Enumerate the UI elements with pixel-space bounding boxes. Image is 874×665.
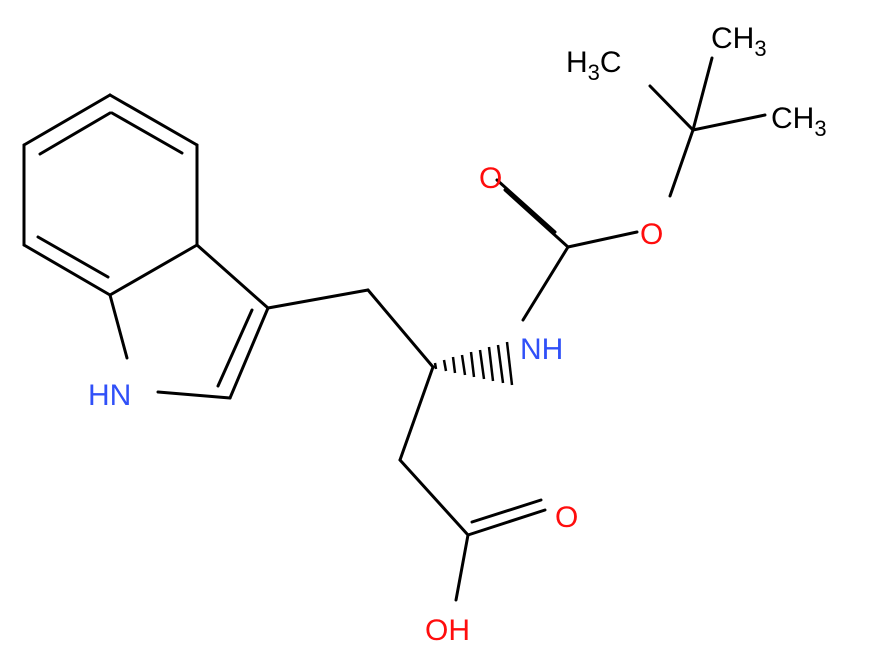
bond-benzene-6 (22, 93, 112, 147)
bond-cooh-double (466, 508, 547, 537)
bond-ch2-chiral (366, 288, 435, 369)
bond-quat-methyl-left (648, 84, 695, 132)
bond-carbonyl-o-double-inner (495, 178, 557, 234)
hashed-wedge-bond (433, 341, 514, 386)
bond-benzene-1 (108, 93, 199, 147)
bond-ester-o-quat (668, 128, 695, 198)
bond-benzene-6-inner (38, 111, 112, 156)
methyl-left-label: H3C (566, 46, 622, 85)
boc-carbonyl-oxygen-label: O (479, 162, 502, 195)
bond-chiral-ch2 (398, 365, 435, 462)
bond-c3-c2-inner (216, 308, 254, 388)
bond-benzene-4 (22, 243, 112, 297)
bond-c3-c2 (228, 306, 270, 400)
bond-ch2-cooh (398, 458, 470, 537)
bond-carbonyl-ester-o (566, 230, 639, 249)
bonds (22, 56, 767, 602)
bond-benzene-4-inner (36, 235, 110, 279)
bond-cooh-oh (454, 533, 470, 602)
bond-quat-methyl-top (691, 56, 714, 132)
indole-nh-label: HN (88, 379, 131, 412)
atom-labels: H3C CH3 CH3 O O NH HN O OH (88, 22, 827, 647)
boc-ester-oxygen-label: O (640, 218, 663, 251)
bond-n1-c7a (108, 293, 129, 360)
amide-nh-label: NH (520, 333, 563, 366)
methyl-right-label: CH3 (771, 102, 827, 141)
bond-quat-methyl-right (691, 113, 767, 132)
bond-cooh-double-inner (470, 498, 543, 524)
bond-c3a-c3 (195, 243, 270, 310)
bond-carbonyl-o-double (503, 188, 570, 249)
bond-benzene-3 (108, 243, 199, 297)
bond-benzene-1-inner (110, 111, 184, 155)
bond-c3-ch2 (266, 288, 370, 310)
bond-nh-carbonyl (521, 245, 570, 322)
methyl-top-label: CH3 (711, 22, 767, 61)
bond-c2-n1 (156, 390, 232, 400)
acid-carbonyl-oxygen-label: O (555, 501, 578, 534)
acid-hydroxyl-label: OH (425, 614, 470, 647)
